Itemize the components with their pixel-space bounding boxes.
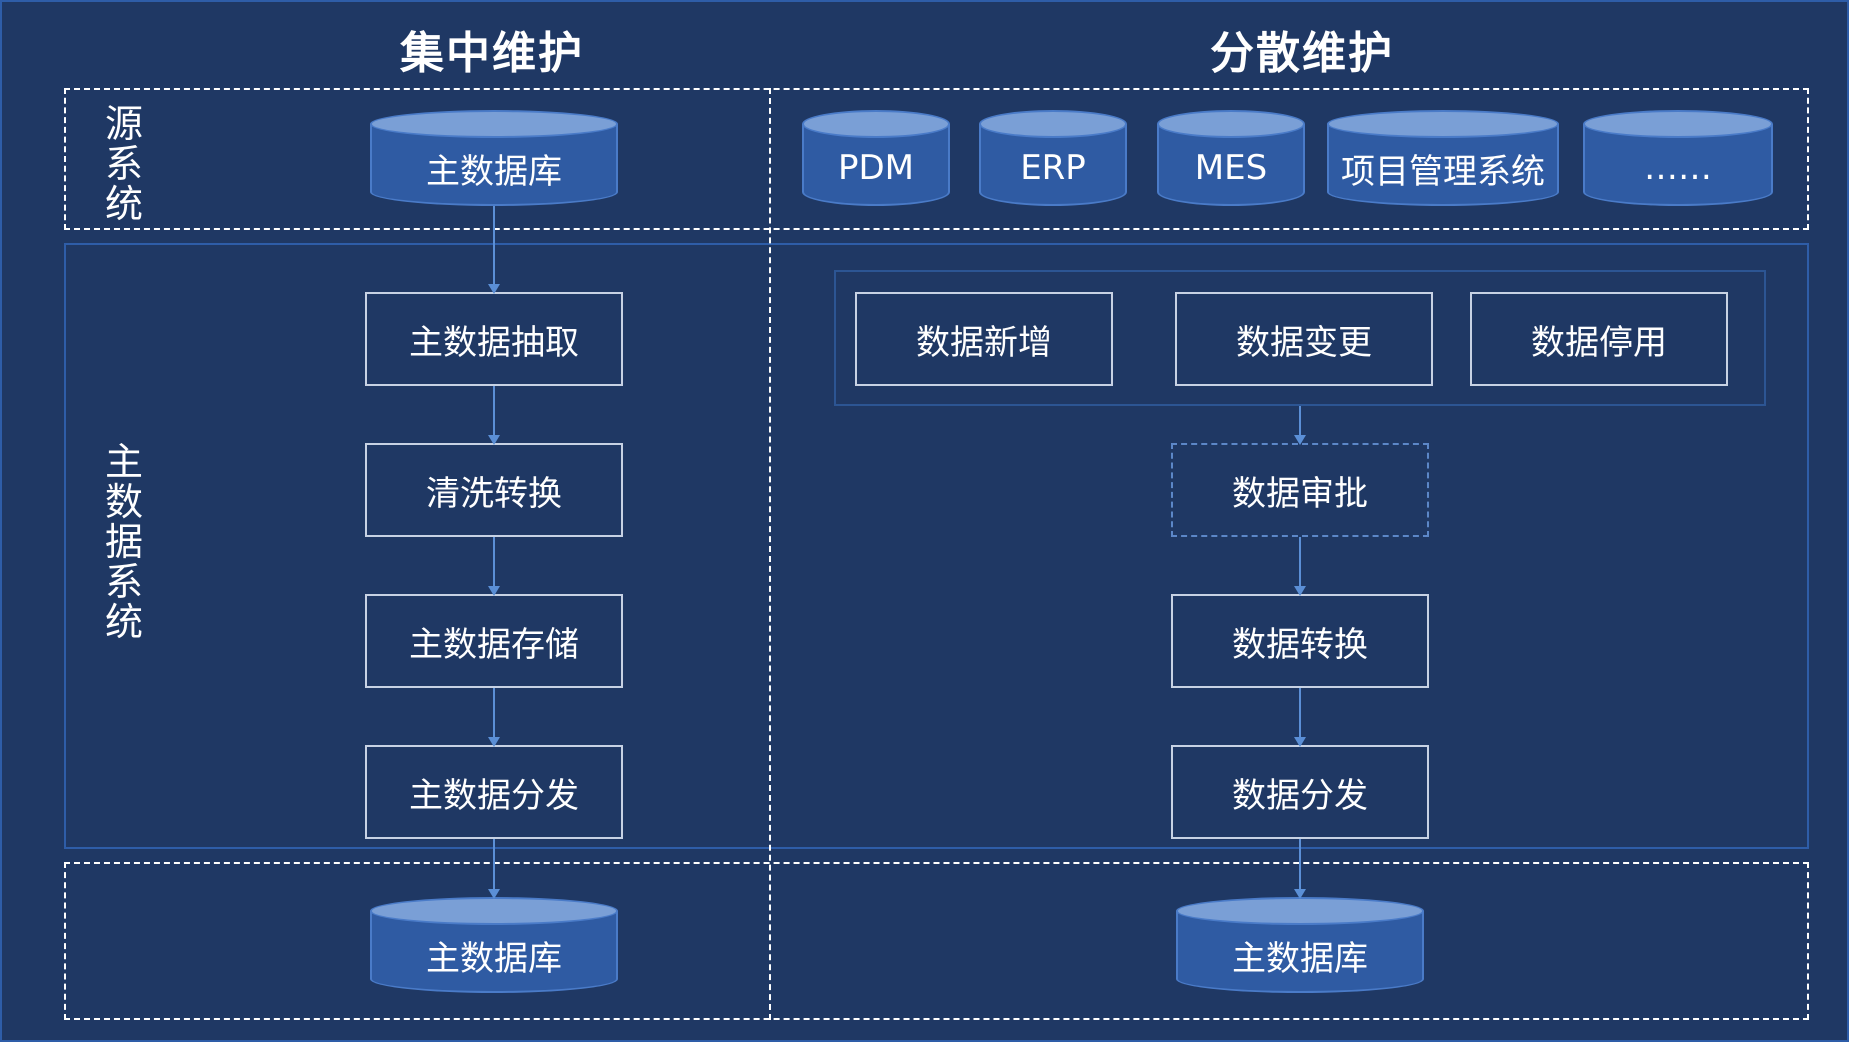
- master-data-system-frame: [64, 243, 1809, 849]
- heading-centralized: 集中维护: [400, 28, 584, 79]
- arrow-store-to-distribute: [488, 688, 500, 747]
- distributed-target-db: 主数据库: [1176, 897, 1424, 993]
- centralized-source-db: 主数据库: [370, 110, 618, 206]
- db-cylinder-icon: [802, 110, 950, 138]
- source-pdm: PDM: [802, 110, 950, 206]
- heading-distributed: 分散维护: [1210, 28, 1394, 79]
- arrow-distribute-to-db: [488, 839, 500, 899]
- step-store: 主数据存储: [365, 594, 623, 688]
- arrow-approval-to-transform: [1294, 537, 1306, 596]
- column-divider: [769, 88, 771, 1020]
- db-cylinder-icon: [1176, 897, 1424, 925]
- op-data-add: 数据新增: [855, 292, 1113, 386]
- db-cylinder-icon: [370, 897, 618, 925]
- operations-group-frame: [834, 270, 1766, 406]
- arrow-clean-to-store: [488, 537, 500, 596]
- db-cylinder-icon: [1157, 110, 1305, 138]
- label-source-system: 源 系 统: [104, 102, 143, 226]
- label-master-data-system: 主 数 据 系 统: [104, 440, 143, 644]
- source-erp: ERP: [979, 110, 1127, 206]
- source-more: ……: [1583, 110, 1773, 206]
- db-cylinder-icon: [370, 110, 618, 138]
- step-data-transform: 数据转换: [1171, 594, 1429, 688]
- step-data-distribute: 数据分发: [1171, 745, 1429, 839]
- db-cylinder-icon: [1583, 110, 1773, 138]
- op-data-disable: 数据停用: [1470, 292, 1728, 386]
- arrow-distribute-to-target-db: [1294, 839, 1306, 899]
- source-project-management: 项目管理系统: [1327, 110, 1559, 206]
- arrow-transform-to-distribute: [1294, 688, 1306, 747]
- step-approval: 数据审批: [1171, 443, 1429, 537]
- centralized-target-db: 主数据库: [370, 897, 618, 993]
- arrow-extract-to-clean: [488, 386, 500, 445]
- step-clean-transform: 清洗转换: [365, 443, 623, 537]
- arrow-ops-to-approval: [1294, 406, 1306, 445]
- step-distribute: 主数据分发: [365, 745, 623, 839]
- step-extract: 主数据抽取: [365, 292, 623, 386]
- arrow-db-to-extract: [488, 206, 500, 294]
- db-cylinder-icon: [1327, 110, 1559, 138]
- target-db-frame: [64, 862, 1809, 1020]
- source-mes: MES: [1157, 110, 1305, 206]
- op-data-change: 数据变更: [1175, 292, 1433, 386]
- db-cylinder-icon: [979, 110, 1127, 138]
- source-system-frame: [64, 88, 1809, 230]
